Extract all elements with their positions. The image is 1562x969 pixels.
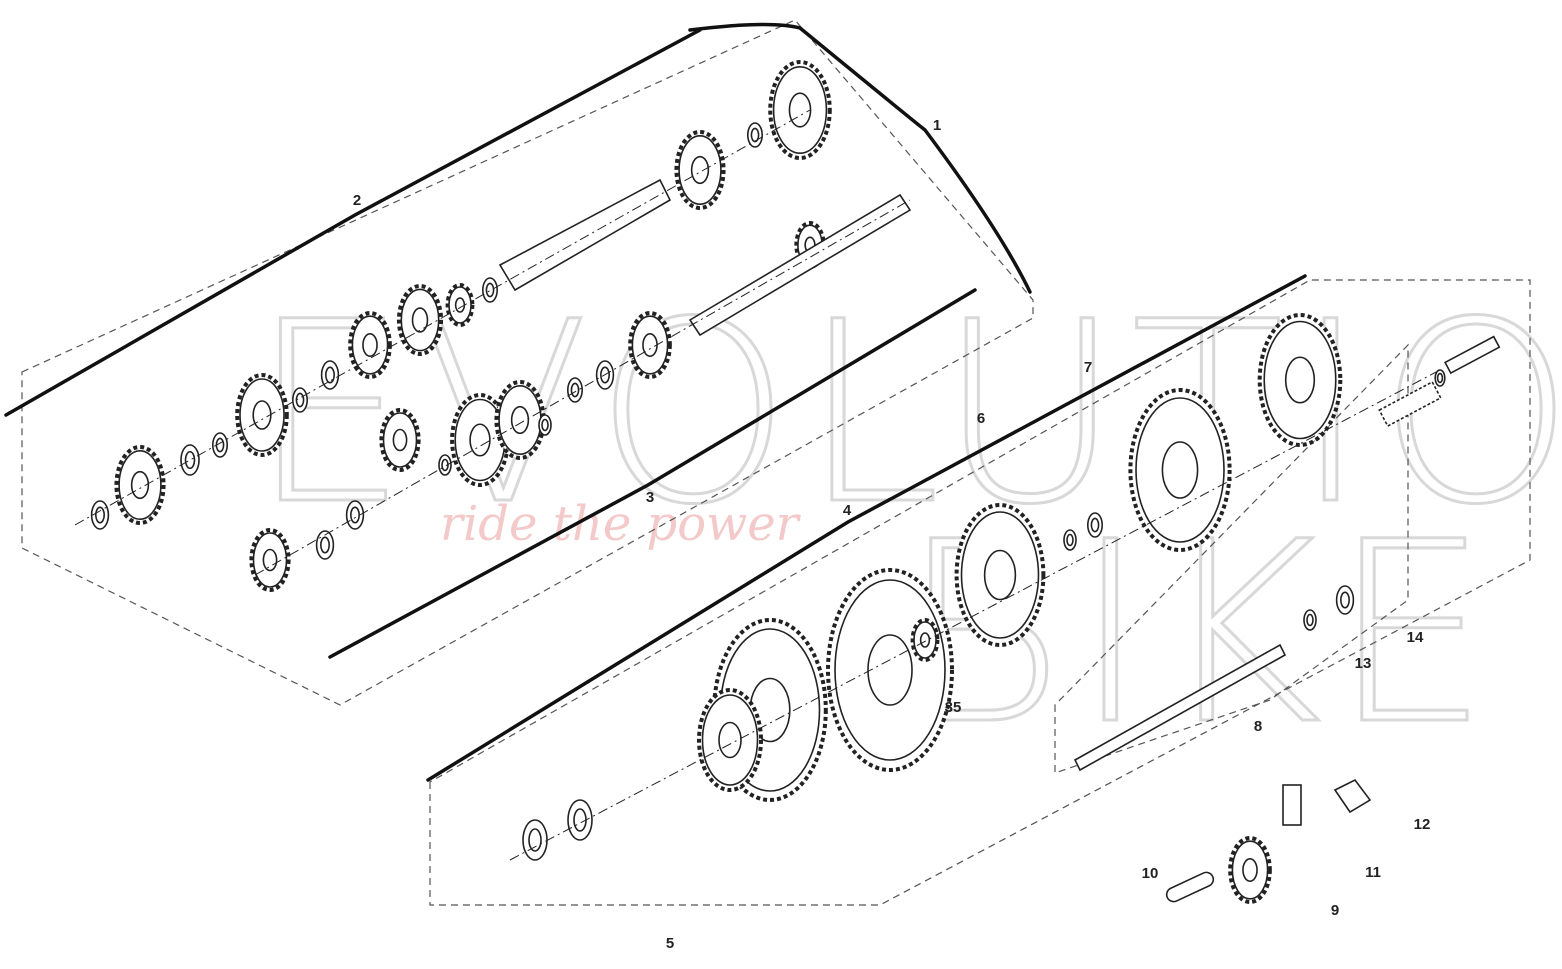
gear-19 <box>1228 836 1272 904</box>
parts <box>90 60 1501 904</box>
gear-9 <box>628 311 672 379</box>
callout-8: 8 <box>1254 718 1262 735</box>
axis-lines <box>74 109 1441 861</box>
callout-4: 4 <box>843 502 852 519</box>
gear-18 <box>697 688 763 792</box>
gear-4 <box>348 311 392 379</box>
gear-8 <box>494 380 546 460</box>
washer-8 <box>538 414 552 436</box>
callout-35: 35 <box>945 699 962 716</box>
lock-plate <box>1282 784 1302 826</box>
gear-1 <box>249 528 291 592</box>
callout-3: 3 <box>646 489 654 506</box>
gear-2 <box>235 373 289 457</box>
callout-13: 13 <box>1355 655 1372 672</box>
washer-13 <box>1063 529 1077 551</box>
bracket-2 <box>4 28 702 417</box>
gear-3 <box>379 408 421 472</box>
callout-9: 9 <box>1331 902 1339 919</box>
hex-nut <box>1333 778 1372 814</box>
washer-6 <box>345 500 365 530</box>
washer-15 <box>1303 609 1317 631</box>
push-rod <box>1073 643 1287 772</box>
washer-1 <box>180 444 200 476</box>
washer-0 <box>90 500 110 530</box>
gear-13 <box>954 503 1046 647</box>
bracket-1 <box>688 22 1032 294</box>
washer-19 <box>1434 369 1446 387</box>
washer-16 <box>1335 585 1355 615</box>
callout-12: 12 <box>1414 816 1431 833</box>
gear-10 <box>674 130 726 210</box>
washer-18 <box>567 799 593 841</box>
gear-20 <box>910 618 940 662</box>
callout-6: 6 <box>977 410 985 427</box>
clutch-group-outline <box>429 279 1531 906</box>
group-outlines <box>21 19 1531 906</box>
brackets <box>4 22 1307 782</box>
bracket-3 <box>328 288 977 659</box>
washer-7 <box>438 454 452 476</box>
gear-0 <box>114 445 166 525</box>
gear-6 <box>445 283 475 327</box>
callout-11: 11 <box>1365 864 1381 881</box>
callout-1: 1 <box>933 117 941 134</box>
washer-4 <box>320 360 340 390</box>
gear-16 <box>826 568 954 772</box>
washer-14 <box>1087 512 1104 538</box>
washer-9 <box>566 377 583 403</box>
bolt <box>1444 335 1501 375</box>
gear-7 <box>450 393 510 487</box>
gear-11 <box>768 60 832 160</box>
callout-14: 14 <box>1407 629 1424 646</box>
key <box>1165 871 1215 903</box>
callout-2: 2 <box>353 192 361 209</box>
washer-2 <box>212 432 229 458</box>
bracket-4 <box>426 274 1307 782</box>
washer-5 <box>315 530 335 560</box>
washer-17 <box>522 819 548 861</box>
callout-5: 5 <box>666 935 674 952</box>
washer-11 <box>481 277 498 303</box>
callout-10: 10 <box>1142 865 1159 882</box>
pushrod-group-outline <box>1054 343 1409 774</box>
watermark-tagline: ride the power <box>440 496 802 552</box>
washer-3 <box>291 387 308 413</box>
gear-15 <box>1257 313 1343 447</box>
gear-14 <box>1128 388 1232 552</box>
clutch-spring <box>1378 380 1442 428</box>
main-shaft <box>498 178 672 292</box>
counter-shaft <box>688 193 912 337</box>
gear-5 <box>396 284 444 356</box>
callout-7: 7 <box>1084 359 1092 376</box>
